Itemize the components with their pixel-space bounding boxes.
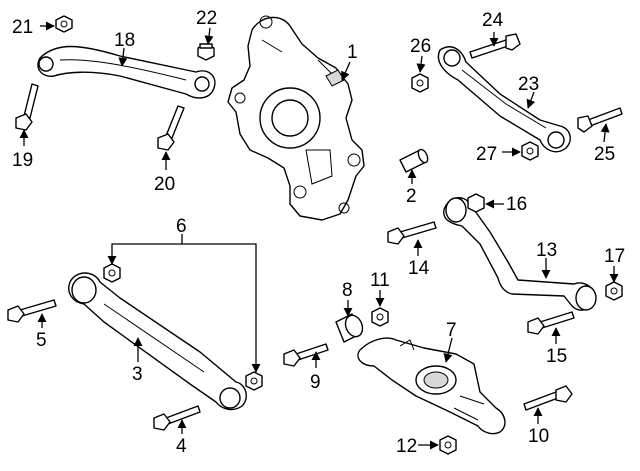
callout-11: 11 — [370, 270, 390, 291]
bushing-sleeve-part — [399, 148, 429, 173]
toe-link-13-part — [443, 197, 597, 311]
knuckle-part — [227, 15, 365, 221]
callout-21: 21 — [12, 17, 33, 38]
callout-8: 8 — [342, 280, 353, 301]
callout-labels: 1 2 3 4 5 6 7 8 9 10 11 12 13 14 15 16 1… — [12, 8, 625, 457]
callout-9: 9 — [310, 372, 321, 393]
upper-link-23-part — [437, 46, 571, 153]
callout-24: 24 — [482, 10, 504, 31]
callout-19: 19 — [12, 150, 33, 171]
nut-6b-part — [245, 371, 263, 391]
bolt-25-part — [577, 107, 623, 133]
callout-2: 2 — [406, 186, 417, 207]
callout-18: 18 — [114, 30, 135, 51]
callout-1: 1 — [347, 42, 358, 63]
upper-control-arm-part — [37, 45, 216, 99]
bolt-15-part — [527, 311, 575, 335]
callout-13: 13 — [536, 240, 557, 261]
callout-10: 10 — [528, 426, 549, 447]
callout-14: 14 — [408, 258, 430, 279]
nut-21-part — [55, 15, 73, 33]
callout-3: 3 — [132, 364, 143, 385]
bolt-4-part — [153, 405, 201, 431]
nut-12-part — [439, 435, 457, 455]
leader-lines — [19, 21, 619, 450]
bolt-14-part — [387, 221, 437, 245]
callout-23: 23 — [518, 74, 539, 95]
bolt-5-part — [7, 299, 57, 323]
callout-15: 15 — [546, 346, 567, 367]
callout-5: 5 — [36, 330, 47, 351]
nut-27-part — [521, 141, 539, 161]
bolt-24-part — [469, 33, 521, 59]
callout-22: 22 — [196, 8, 217, 29]
callout-26: 26 — [410, 36, 431, 57]
callout-12: 12 — [396, 436, 417, 457]
nut-17-part — [605, 281, 623, 301]
callout-25: 25 — [594, 144, 615, 165]
lower-link-3-part — [68, 272, 247, 411]
nut-16-part — [467, 193, 485, 213]
bolt-9-part — [283, 343, 329, 367]
spring-arm-7-part — [357, 337, 506, 435]
bushing-8-part — [335, 313, 364, 343]
callout-6: 6 — [176, 216, 187, 237]
callout-20: 20 — [154, 174, 175, 195]
callout-16: 16 — [506, 194, 527, 215]
nut-26-part — [411, 73, 429, 93]
callout-17: 17 — [604, 246, 625, 267]
nut-6a-part — [103, 263, 121, 283]
bolt-10-part — [523, 385, 573, 411]
bolt-20-part — [157, 105, 185, 151]
callout-27: 27 — [476, 144, 497, 165]
callout-4: 4 — [176, 436, 187, 457]
callout-7: 7 — [446, 320, 457, 341]
nut-22-part — [197, 43, 215, 61]
bolt-19-part — [15, 83, 39, 131]
nut-11-part — [371, 307, 389, 327]
